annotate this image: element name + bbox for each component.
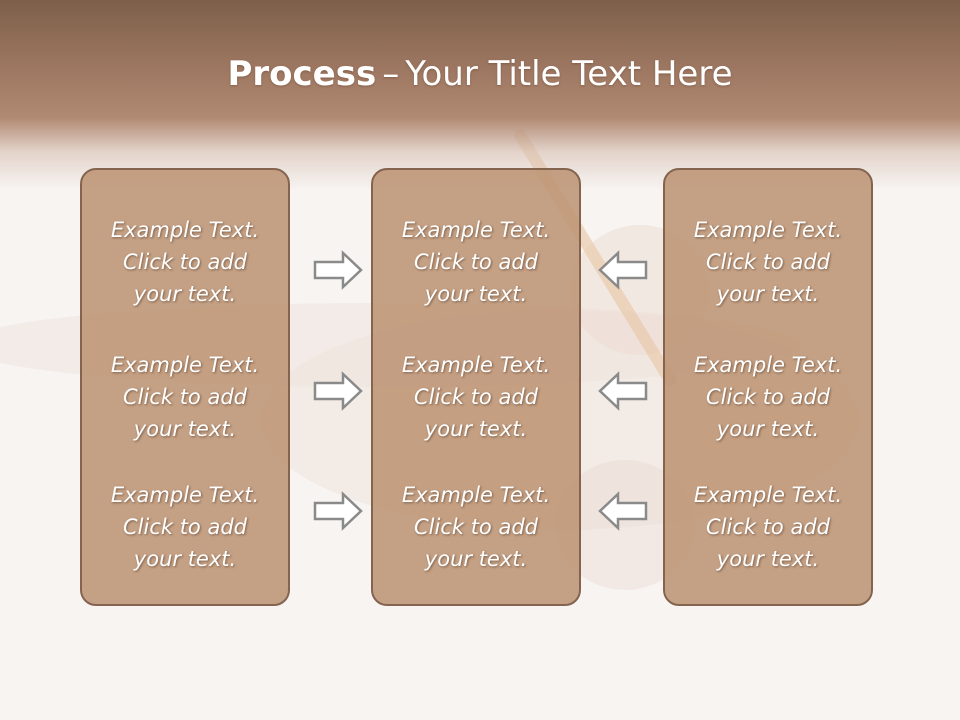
text-placeholder[interactable]: Example Text. Click to add your text.	[693, 218, 843, 306]
text-placeholder[interactable]: Example Text. Click to add your text.	[401, 353, 551, 441]
header-band	[0, 0, 960, 190]
process-box-center[interactable]: Example Text. Click to add your text. Ex…	[371, 168, 581, 606]
arrow-left-icon	[598, 371, 648, 411]
title-bold: Process	[227, 54, 377, 94]
arrow-right-icon	[313, 371, 363, 411]
text-placeholder[interactable]: Example Text. Click to add your text.	[693, 483, 843, 571]
process-box-right[interactable]: Example Text. Click to add your text. Ex…	[663, 168, 873, 606]
text-placeholder[interactable]: Example Text. Click to add your text.	[110, 218, 260, 306]
text-placeholder[interactable]: Example Text. Click to add your text.	[693, 353, 843, 441]
text-placeholder[interactable]: Example Text. Click to add your text.	[110, 483, 260, 571]
text-placeholder[interactable]: Example Text. Click to add your text.	[401, 218, 551, 306]
arrow-left-icon	[598, 491, 648, 531]
slide-title[interactable]: Process–Your Title Text Here	[0, 52, 960, 96]
text-placeholder[interactable]: Example Text. Click to add your text.	[110, 353, 260, 441]
arrow-left-icon	[598, 250, 648, 290]
arrow-right-icon	[313, 491, 363, 531]
process-box-left[interactable]: Example Text. Click to add your text. Ex…	[80, 168, 290, 606]
title-rest: Your Title Text Here	[405, 54, 733, 94]
title-separator: –	[382, 54, 400, 94]
arrow-right-icon	[313, 250, 363, 290]
text-placeholder[interactable]: Example Text. Click to add your text.	[401, 483, 551, 571]
